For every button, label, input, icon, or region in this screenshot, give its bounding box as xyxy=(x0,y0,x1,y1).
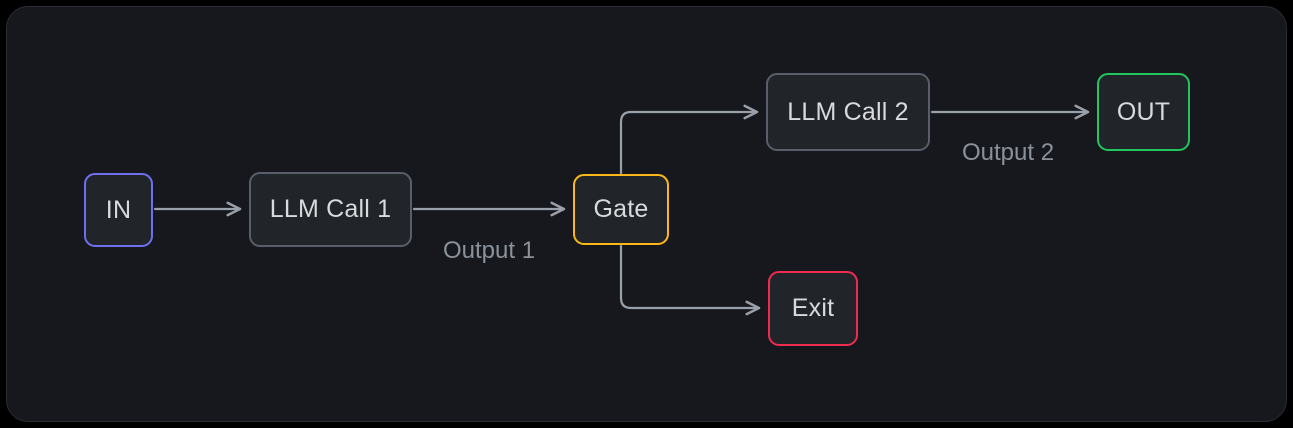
edge-label-output-1: Output 1 xyxy=(443,237,536,264)
node-out[interactable]: OUT xyxy=(1097,73,1190,151)
node-llm-call-1[interactable]: LLM Call 1 xyxy=(249,172,412,247)
edge-label-output-2: Output 2 xyxy=(962,139,1055,166)
node-llm-call-2[interactable]: LLM Call 2 xyxy=(766,73,930,151)
node-llm-call-1-label: LLM Call 1 xyxy=(269,195,392,223)
node-exit-label: Exit xyxy=(791,294,835,322)
node-gate-label: Gate xyxy=(593,195,649,223)
node-out-label: OUT xyxy=(1116,97,1171,126)
node-in-label: IN xyxy=(105,195,132,224)
node-gate[interactable]: Gate xyxy=(573,174,669,245)
node-in[interactable]: IN xyxy=(84,173,153,247)
node-exit[interactable]: Exit xyxy=(768,271,858,346)
node-llm-call-2-label: LLM Call 2 xyxy=(787,97,909,126)
